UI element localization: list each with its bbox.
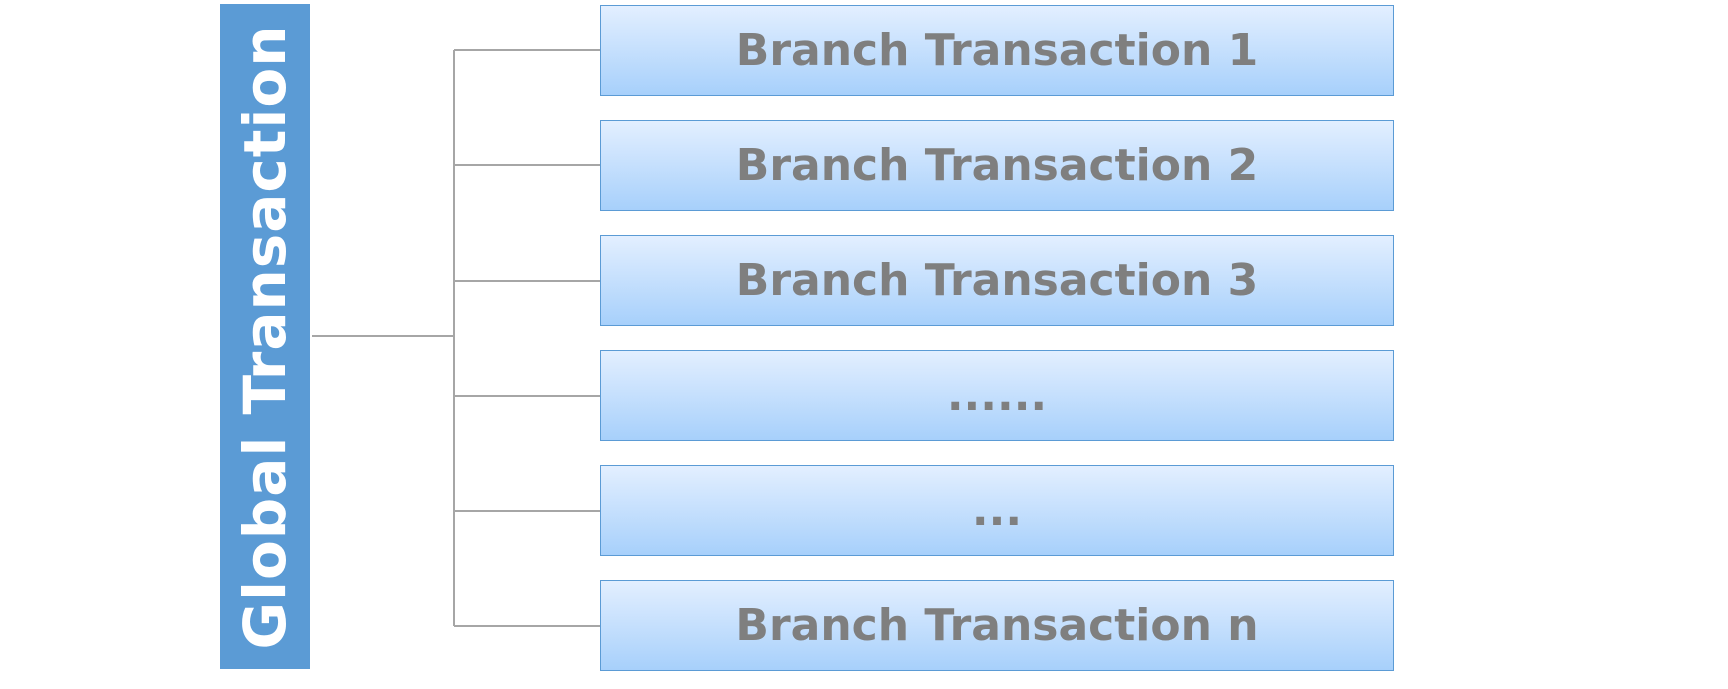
- branch-transaction-box-1: Branch Transaction 1: [600, 5, 1394, 96]
- branch-ellipsis-box-2: ...: [600, 465, 1394, 556]
- branch-transaction-box-3: Branch Transaction 3: [600, 235, 1394, 326]
- global-transaction-label: Global Transaction: [231, 23, 299, 650]
- branch-ellipsis-box-1: ......: [600, 350, 1394, 441]
- branch-transaction-label: Branch Transaction n: [735, 600, 1259, 651]
- branch-ellipsis-label: ......: [946, 370, 1048, 421]
- branch-ellipsis-label: ...: [971, 485, 1023, 536]
- branch-transaction-box-2: Branch Transaction 2: [600, 120, 1394, 211]
- branch-transaction-label: Branch Transaction 1: [735, 25, 1259, 76]
- branch-transaction-box-n: Branch Transaction n: [600, 580, 1394, 671]
- global-transaction-box: Global Transaction: [220, 4, 310, 669]
- branch-transaction-label: Branch Transaction 2: [735, 140, 1259, 191]
- branch-transaction-label: Branch Transaction 3: [735, 255, 1259, 306]
